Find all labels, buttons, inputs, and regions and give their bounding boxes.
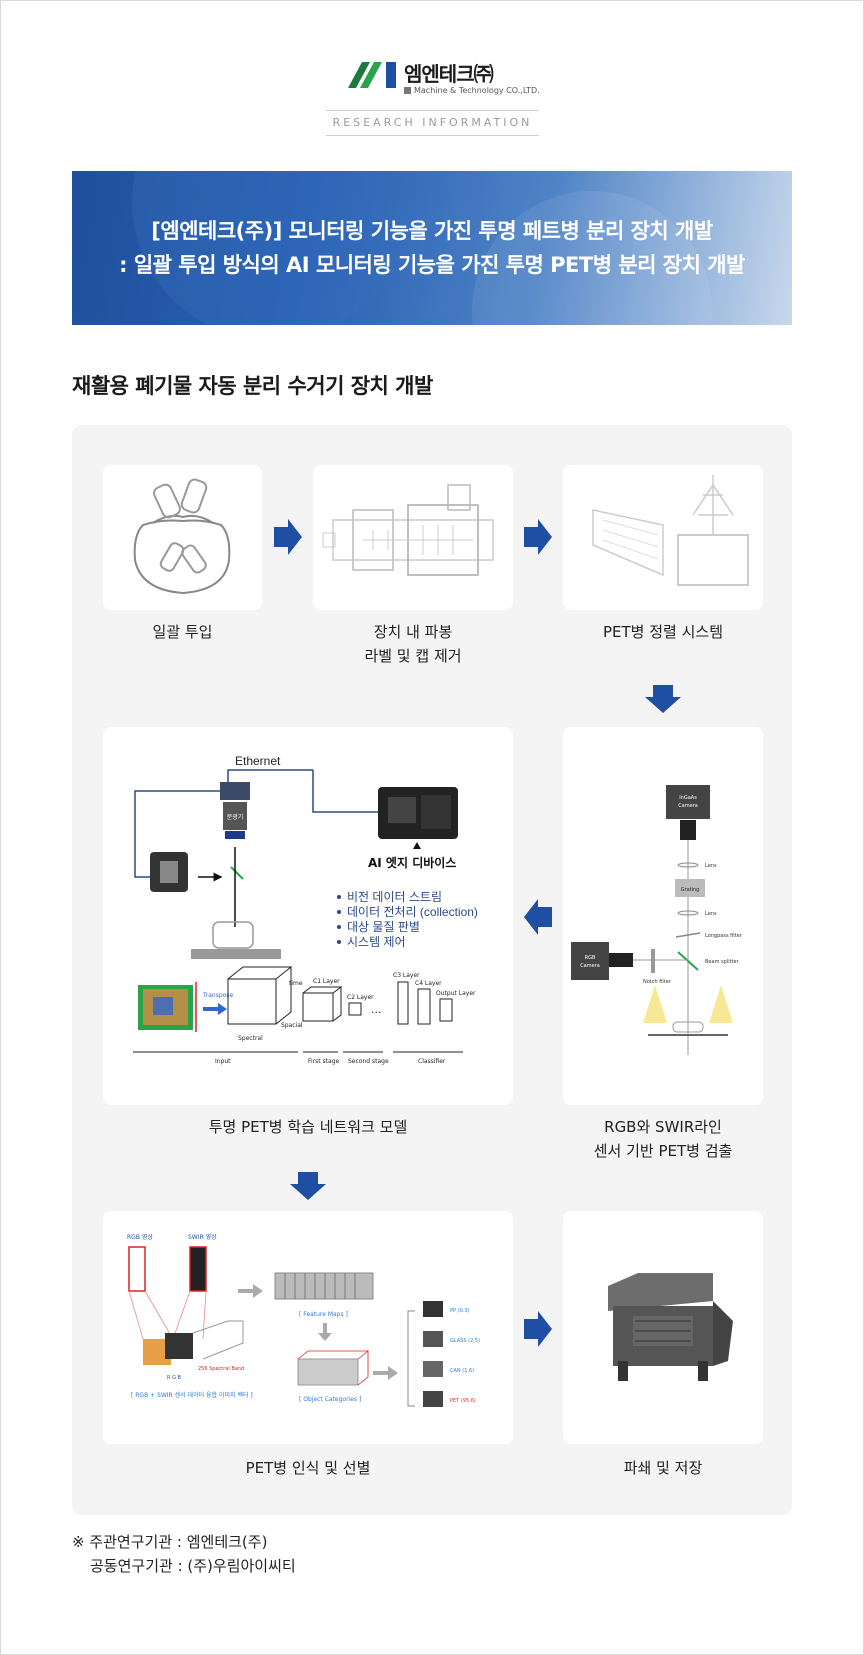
time-label: time bbox=[289, 980, 303, 987]
ethernet-label: Ethernet bbox=[235, 754, 281, 768]
card-shredder bbox=[563, 1211, 763, 1444]
rgb-image-label: RGB 영상 bbox=[127, 1233, 153, 1241]
c1-layer-label: C1 Layer bbox=[313, 978, 340, 985]
optics-diagram: InGaAs Camera Lens Grating Lens Longpass… bbox=[563, 727, 763, 1105]
shredder-illustration bbox=[563, 1211, 763, 1444]
section-title: 재활용 폐기물 자동 분리 수거기 장치 개발 bbox=[72, 370, 433, 400]
company-logo: 엠엔테크㈜ Machine & Technology CO.,LTD. bbox=[348, 58, 518, 102]
arrow-right-icon bbox=[522, 1309, 554, 1349]
arrow-down-icon bbox=[288, 1170, 328, 1202]
object-categories-label: [ Object Categories ] bbox=[299, 1396, 361, 1403]
swir-image-label: SWIR 영상 bbox=[188, 1233, 217, 1241]
card-rgb-swir-detection: InGaAs Camera Lens Grating Lens Longpass… bbox=[563, 727, 763, 1105]
joint-institution: 공동연구기관 : (주)우림아이씨티 bbox=[72, 1554, 296, 1578]
step-caption-debagging-line1: 장치 내 파봉 bbox=[313, 620, 513, 644]
layer-dots: ... bbox=[371, 1003, 382, 1016]
step-caption-bulk: 일괄 투입 bbox=[103, 620, 262, 644]
class-pp: PP (0.3) bbox=[450, 1308, 470, 1314]
research-institutions-note: ※ 주관연구기관 : 엠엔테크(주) 공동연구기관 : (주)우림아이씨티 bbox=[72, 1530, 296, 1578]
bullet-control: 시스템 제어 bbox=[347, 935, 406, 949]
step-caption-debagging-line2: 라벨 및 캡 제거 bbox=[313, 644, 513, 668]
class-can: CAN (1.6) bbox=[450, 1368, 474, 1374]
c4-layer-label: C4 Layer bbox=[415, 980, 442, 987]
lens-label-bottom: Lens bbox=[705, 911, 717, 917]
rgb-camera-label: RGB bbox=[585, 955, 596, 961]
lead-institution: ※ 주관연구기관 : 엠엔테크(주) bbox=[72, 1530, 296, 1554]
card-bulk-input bbox=[103, 465, 262, 610]
step-caption-shredder: 파쇄 및 저장 bbox=[563, 1456, 763, 1480]
ingaas-label: InGaAs bbox=[679, 795, 697, 801]
output-layer-label: Output Layer bbox=[436, 990, 476, 997]
banner-title-line2: : 일괄 투입 방식의 AI 모니터링 기능을 가진 투명 PET병 분리 장치… bbox=[72, 249, 792, 279]
step-caption-network: 투명 PET병 학습 네트워크 모델 bbox=[103, 1115, 513, 1139]
arrow-left-icon bbox=[522, 897, 554, 937]
spectral-band-label: 256 Spectral Band bbox=[198, 1366, 244, 1372]
logo-subtitle: Machine & Technology CO.,LTD. bbox=[404, 86, 540, 95]
arrow-right-icon bbox=[522, 517, 554, 557]
spacial-label: Spacial bbox=[281, 1022, 303, 1029]
spectral-label: Spectral bbox=[238, 1035, 263, 1042]
feature-maps-label: [ Feature Maps ] bbox=[299, 1311, 348, 1318]
bullet-vision: 비전 데이터 스트림 bbox=[347, 890, 442, 904]
class-glass: GLASS (2.5) bbox=[450, 1338, 480, 1344]
process-panel: 일괄 투입 장치 내 파봉 라벨 및 캡 제거 PET병 정렬 시스템 bbox=[72, 425, 792, 1515]
research-label: RESEARCH INFORMATION bbox=[326, 110, 539, 136]
recognition-diagram: RGB 영상 SWIR 영상 256 Spectral Band R G B [… bbox=[103, 1211, 513, 1444]
ingaas-camera-label: Camera bbox=[678, 803, 698, 809]
logo-mark-icon bbox=[348, 60, 400, 90]
arrow-down-icon bbox=[643, 683, 683, 715]
network-model-diagram: Ethernet 분광기 AI 엣지 디바이스 비전 데이터 스트림 데이터 bbox=[103, 727, 513, 1105]
input-label: Input bbox=[215, 1058, 231, 1065]
sorting-system-illustration bbox=[563, 465, 763, 610]
step-caption-debagging: 장치 내 파봉 라벨 및 캡 제거 bbox=[313, 620, 513, 668]
step-caption-recognition: PET병 인식 및 선별 bbox=[103, 1456, 513, 1480]
banner-decoration bbox=[72, 171, 792, 325]
c2-layer-label: C2 Layer bbox=[347, 994, 374, 1001]
beam-splitter-label: Beam splitter bbox=[705, 959, 740, 965]
card-sorting-system bbox=[563, 465, 763, 610]
step-caption-detection-line2: 센서 기반 PET병 검출 bbox=[563, 1139, 763, 1163]
card-network-model: Ethernet 분광기 AI 엣지 디바이스 비전 데이터 스트림 데이터 bbox=[103, 727, 513, 1105]
splitter-label: 분광기 bbox=[227, 813, 244, 821]
banner-title-line1: [엠엔테크(주)] 모니터링 기능을 가진 투명 페트병 분리 장치 개발 bbox=[72, 215, 792, 245]
edge-device-label: AI 엣지 디바이스 bbox=[368, 855, 456, 870]
logo-name: 엠엔테크㈜ bbox=[404, 58, 493, 87]
classifier-label: Classifier bbox=[418, 1058, 446, 1065]
rgb-camera-sublabel: Camera bbox=[580, 963, 600, 969]
step-caption-detection-line1: RGB와 SWIR라인 bbox=[563, 1115, 763, 1139]
notch-filter-label: Notch filter bbox=[643, 979, 672, 985]
rgb-axis-label: R G B bbox=[167, 1375, 182, 1381]
bullet-classify: 대상 물질 판별 bbox=[347, 920, 420, 934]
bullet-preprocess: 데이터 전처리 (collection) bbox=[347, 905, 478, 919]
card-recognition: RGB 영상 SWIR 영상 256 Spectral Band R G B [… bbox=[103, 1211, 513, 1444]
class-pet: PET (95.6) bbox=[450, 1398, 476, 1404]
longpass-label: Longpass filter bbox=[705, 933, 743, 939]
arrow-right-icon bbox=[272, 517, 304, 557]
c3-layer-label: C3 Layer bbox=[393, 972, 420, 979]
grating-label: Grating bbox=[681, 887, 700, 893]
bottle-bag-illustration bbox=[103, 465, 262, 610]
debagging-machine-illustration bbox=[313, 465, 513, 610]
title-banner: [엠엔테크(주)] 모니터링 기능을 가진 투명 페트병 분리 장치 개발 : … bbox=[72, 171, 792, 325]
card-debagging bbox=[313, 465, 513, 610]
first-stage-label: First stage bbox=[308, 1058, 339, 1065]
lens-label-top: Lens bbox=[705, 863, 717, 869]
transpose-label: Transpose bbox=[202, 992, 233, 999]
logo-sub-text: Machine & Technology CO.,LTD. bbox=[414, 86, 540, 95]
step-caption-sorting: PET병 정렬 시스템 bbox=[563, 620, 763, 644]
step-caption-detection: RGB와 SWIR라인 센서 기반 PET병 검출 bbox=[563, 1115, 763, 1163]
second-stage-label: Second stage bbox=[348, 1058, 389, 1065]
fusion-vector-label: [ RGB + SWIR 센서 데이터 융합 이미지 벡터 ] bbox=[131, 1391, 253, 1399]
